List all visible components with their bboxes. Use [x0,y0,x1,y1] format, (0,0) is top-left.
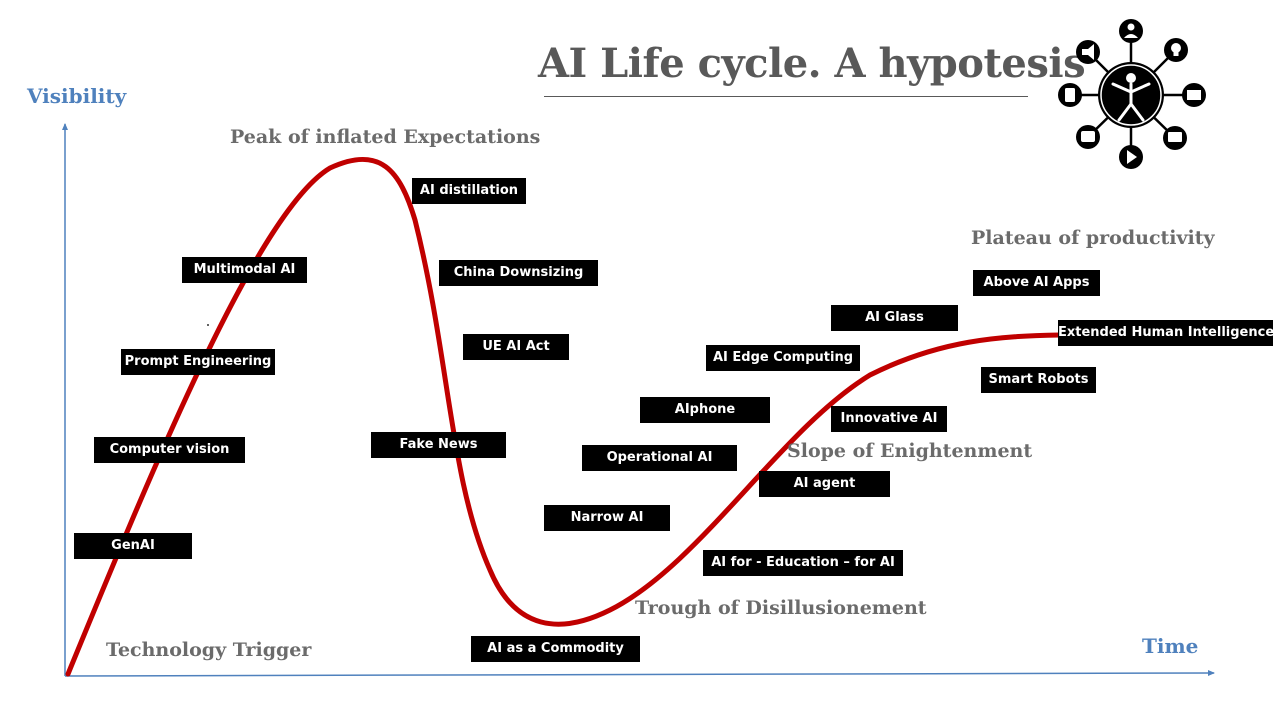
x-axis [64,670,1215,677]
tag-genai: GenAI [74,533,192,559]
tag-smart-robots: Smart Robots [981,367,1096,393]
tag-ue-ai-act: UE AI Act [463,334,569,360]
phase-trigger: Technology Trigger [106,639,312,661]
x-axis-label: Time [1142,634,1199,658]
tag-extended-human-intelligence: Extended Human Intelligence [1058,320,1274,346]
phase-peak: Peak of inflated Expectations [230,126,541,148]
tag-aiphone: AIphone [640,397,770,423]
tag-ai-education: AI for - Education – for AI [703,550,903,576]
tag-prompt-engineering: Prompt Engineering [121,349,275,375]
tag-ai-commodity: AI as a Commodity [471,636,640,662]
phase-trough: Trough of Disillusionement [635,597,927,619]
tag-computer-vision: Computer vision [94,437,245,463]
tag-operational-ai: Operational AI [582,445,737,471]
tag-ai-distillation: AI distillation [412,178,526,204]
tag-ai-edge-computing: AI Edge Computing [706,345,860,371]
tag-ai-glass: AI Glass [831,305,958,331]
phase-slope: Slope of Enightenment [787,440,1033,462]
tag-innovative-ai: Innovative AI [831,406,947,432]
hype-curve [65,156,1063,677]
vitruvian-human-network-icon [1058,19,1206,169]
tag-china-downsizing: China Downsizing [439,260,598,286]
tag-ai-agent: AI agent [759,471,890,497]
tag-above-ai-apps: Above AI Apps [973,270,1100,296]
tag-multimodal-ai: Multimodal AI [182,257,307,283]
stray-dot [207,324,209,326]
title-underline [544,96,1028,97]
tag-fake-news: Fake News [371,432,506,458]
tag-narrow-ai: Narrow AI [544,505,670,531]
page-title: AI Life cycle. A hypotesis [538,40,1086,87]
phase-plateau: Plateau of productivity [971,227,1215,249]
y-axis-label: Visibility [27,84,127,108]
